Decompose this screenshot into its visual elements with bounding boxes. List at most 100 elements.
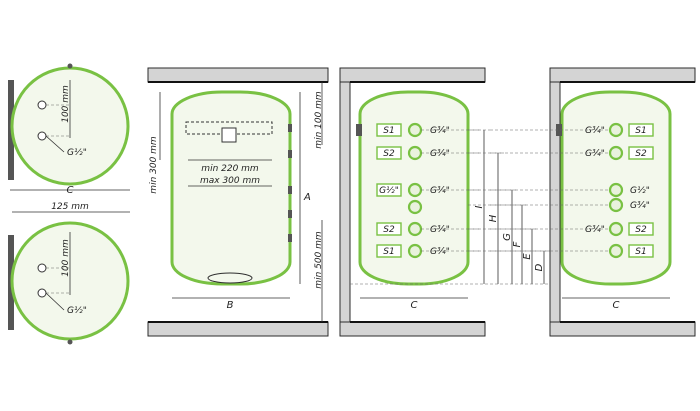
thread-size: G¾" (585, 149, 605, 159)
fitting-stub (288, 210, 292, 218)
code-tag (376, 123, 402, 137)
code-tag (628, 244, 654, 258)
connection-code: S2 (383, 225, 395, 235)
connection-code: S1 (383, 247, 394, 257)
connection-code: S2 (635, 149, 647, 159)
dim-label-100mm-lower: 100 mm (61, 239, 71, 277)
connection-row: S2 G¾" (490, 145, 654, 161)
height-label: G (502, 233, 513, 241)
connection-row: S2 G¾" (376, 145, 480, 161)
connection-row: S2 G¾" (376, 221, 480, 237)
height-label: F (512, 241, 523, 247)
floor (549, 321, 696, 337)
tank-base (207, 272, 253, 284)
mounting-hook (221, 127, 237, 143)
ceiling (147, 67, 329, 83)
top-view-upper: 100 mm G½" (8, 63, 130, 186)
bottom-clearance-label: min 500 mm (314, 231, 324, 289)
outlet-hole-lower (37, 263, 47, 273)
fitting-stub (288, 186, 292, 194)
tank-side-outline (170, 90, 292, 286)
bracket-min-label: min 220 mm (201, 164, 259, 174)
side-wall (339, 81, 351, 337)
height-label: I (474, 205, 485, 208)
connection-row: G½" (490, 182, 650, 198)
inlet-hole-upper (37, 131, 47, 141)
bracket-height-label: min 300 mm (149, 136, 159, 194)
height-label: H (488, 214, 499, 222)
connection-code: S2 (635, 225, 647, 235)
connection-code: G½" (630, 186, 650, 196)
pipe-fitting (407, 199, 423, 215)
pipe-fitting (608, 122, 624, 138)
connection-code: G¾" (630, 201, 650, 211)
outlet-hole-upper (37, 100, 47, 110)
pipe-fitting (407, 145, 423, 161)
connection-row: S2 G¾" (490, 221, 654, 237)
top-view-lower: 100 mm G½" (8, 221, 130, 345)
pipe-fitting (608, 182, 624, 198)
fitting-label-upper: G½" (67, 148, 87, 158)
connection-row: G½" G¾" (376, 182, 480, 198)
pipe-fitting (407, 122, 423, 138)
arrow-tag (376, 222, 402, 236)
thread-size: G¾" (585, 225, 605, 235)
width-label-c: C (67, 185, 74, 196)
leader-line (45, 292, 65, 311)
side-fittings (288, 124, 292, 242)
connection-code: G½" (379, 186, 399, 196)
floor (339, 321, 486, 337)
thread-size: G¾" (430, 247, 450, 257)
code-tag (376, 146, 402, 160)
width-label-c: C (613, 300, 620, 311)
connection-code: S1 (635, 126, 646, 136)
width-label-b: B (227, 300, 234, 311)
height-label: E (522, 253, 533, 260)
height-label: D (534, 263, 545, 271)
pipe-fitting (407, 243, 423, 259)
connection-code: S2 (383, 149, 395, 159)
code-tag (628, 222, 654, 236)
ceiling (339, 67, 486, 83)
pipe-fitting (608, 145, 624, 161)
pipe-fitting (608, 221, 624, 237)
inlet-hole-lower (37, 288, 47, 298)
code-tag (628, 146, 654, 160)
pipe-fitting (608, 197, 624, 213)
thread-size: G¾" (430, 149, 450, 159)
fitting-label-lower: G½" (67, 306, 87, 316)
pipe-fitting (608, 243, 624, 259)
ceiling (549, 67, 696, 83)
side-view: min 220 mm max 300 mm min 300 mm A min 1… (147, 67, 329, 337)
code-tag (376, 183, 402, 197)
thread-size: G¾" (430, 225, 450, 235)
dim-label-100mm-upper: 100 mm (61, 85, 71, 123)
leader-line (45, 135, 65, 153)
pipe-fitting (407, 221, 423, 237)
spacing-label: 125 mm (51, 202, 89, 212)
connection-row: S1 G¾" (376, 243, 480, 259)
hook-bottom (67, 339, 73, 345)
top-clearance-label: min 100 mm (314, 91, 324, 149)
connection-row: G¾" (490, 197, 650, 213)
connection-row: S1 (490, 243, 654, 259)
thread-size: G¾" (430, 126, 450, 136)
height-label-a: A (303, 192, 311, 203)
wall-bracket (556, 124, 562, 136)
connection-code: S1 (383, 126, 394, 136)
pipe-fitting (407, 182, 423, 198)
hook-top (67, 63, 73, 69)
floor (147, 321, 329, 337)
wall-bracket (356, 124, 362, 136)
width-label-c: C (411, 300, 418, 311)
code-tag (376, 244, 402, 258)
fitting-stub (288, 124, 292, 132)
code-tag (628, 123, 654, 137)
thread-size: G¾" (430, 186, 450, 196)
